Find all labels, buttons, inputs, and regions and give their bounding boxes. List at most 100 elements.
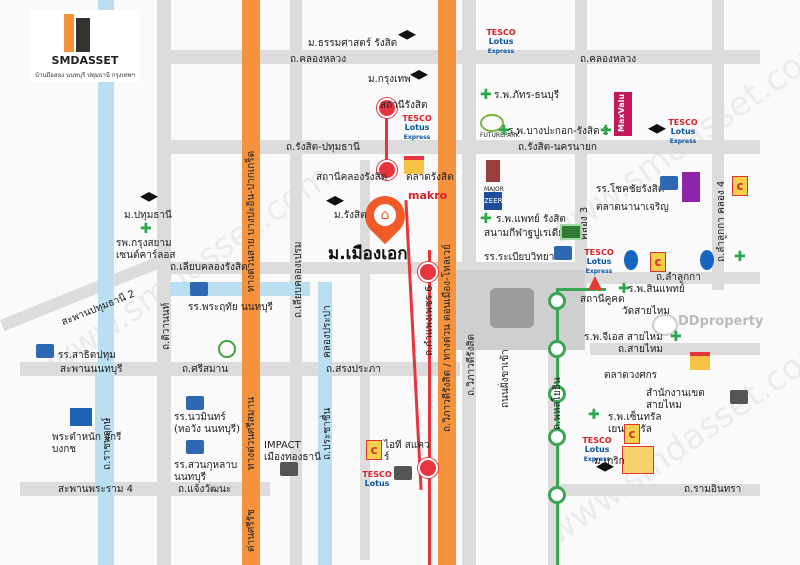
future-park-logo-icon <box>480 114 504 132</box>
place-label: ม.เกริก <box>594 456 625 467</box>
palace-icon <box>70 408 92 426</box>
school-icon <box>36 344 54 358</box>
road-label: ถ.สายไหม <box>618 344 664 355</box>
road-label: ถ.รามอินทรา <box>684 484 742 495</box>
lotus-text: Lotus <box>670 127 696 136</box>
road-tiwanon <box>157 0 171 565</box>
road-rangsit-pathum <box>160 140 760 154</box>
ddproperty-watermark: DDproperty <box>678 314 764 329</box>
place-label: IMPACT เมืองทองธานี <box>264 440 321 463</box>
road-chaeng-watthana <box>20 482 270 496</box>
graduation-cap-icon <box>596 462 614 472</box>
ptt-logo-icon <box>700 250 714 270</box>
building-icon <box>394 466 412 480</box>
place-label: รร.ระเบียบวิทยา <box>484 252 555 263</box>
road-label: ด่านศรีรัช <box>246 509 257 552</box>
property-name: ม.เมืองเอก <box>328 244 408 264</box>
road-label: ถ.เลียบคลองรังสิต <box>170 262 248 273</box>
road-label: ถ.รังสิต-ปทุมธานี <box>286 142 360 153</box>
expressway-west <box>242 0 260 565</box>
school-icon <box>186 440 204 454</box>
road-label: คลองประปา <box>322 305 333 358</box>
place-label: สนามกีฬาฐปูเรเดียม <box>484 228 571 239</box>
place-label: ร.พ.สินแพทย์ <box>628 284 685 295</box>
tesco-text: TESCO <box>668 118 698 127</box>
place-label: ร.พ.แพทย์ รังสิต <box>496 214 566 225</box>
green-line <box>556 288 559 565</box>
place-label: รร.โชคชัยรังสิต <box>596 184 665 195</box>
place-label: ตลาดรังสิต <box>406 172 454 183</box>
rail-station-icon <box>418 458 438 478</box>
graduation-cap-icon <box>410 70 428 80</box>
makro-logo: makro <box>408 189 448 202</box>
stadium-icon <box>560 224 582 240</box>
road-prachachuen <box>360 160 370 560</box>
place-label: ม.กรุงเทพ <box>368 74 411 85</box>
green-station-icon <box>548 428 566 446</box>
logo-building-icon <box>76 18 90 52</box>
graduation-cap-icon <box>326 196 344 206</box>
bigc-logo: c <box>732 176 748 196</box>
logo: SMDASSET บ้านมือสอง นนทบุรี ปทุมธานี กรุ… <box>30 10 140 82</box>
road-label: ถ.วิภาวดีรังสิต <box>466 333 477 396</box>
rail-station-icon <box>418 262 438 282</box>
future-park-label: FUTUREPARK <box>480 132 520 139</box>
hospital-icon: ✚ <box>480 211 492 227</box>
express-text: Express <box>487 48 515 55</box>
canal-nonthaburi <box>95 370 111 490</box>
expressway-east <box>438 0 456 565</box>
maxvalu-text: MaxValu <box>617 93 626 132</box>
place-label: สำนักงานเขต สายไหม <box>646 388 705 411</box>
road-label: ถ.คลองหลวง <box>580 54 637 65</box>
home-icon: ⌂ <box>374 204 396 226</box>
place-label: ม.ธรรมศาสตร์ รังสิต <box>308 38 398 49</box>
express-text: Express <box>583 456 611 463</box>
rail-station-icon <box>377 98 397 118</box>
road-khlong-luang <box>160 50 760 64</box>
building-icon <box>280 462 298 476</box>
road-label: ถ.แจ้งวัฒนะ <box>178 484 232 495</box>
bigc-logo: c <box>624 424 640 444</box>
road-label: ถ.ลำลูกกา คลอง 4 <box>716 180 727 262</box>
hospital-icon: ✚ <box>498 123 510 139</box>
road-label: ถ.คลองหลวง <box>290 54 347 65</box>
road-ram-inthra <box>560 484 760 496</box>
ddproperty-logo-icon <box>652 314 678 336</box>
place-label: พระตำหนัก จักรีบงกช <box>52 432 122 455</box>
road-label: สะพานนนทบุรี <box>60 364 123 375</box>
place-label: ตลาดวงศกร <box>604 370 658 381</box>
school-icon <box>554 246 572 260</box>
road-label: ถ.ติวานนท์ <box>161 302 172 350</box>
place-label: สถานีคลองรังสิต <box>316 172 388 183</box>
lotus-text: Lotus <box>364 479 390 488</box>
hospital-icon: ✚ <box>480 87 492 103</box>
place-label: รร.สาธิตปทุม <box>58 350 116 361</box>
road-khlong-3 <box>575 0 587 290</box>
tesco-text: TESCO <box>584 248 614 257</box>
tesco-text: TESCO <box>582 436 612 445</box>
hospital-icon: ✚ <box>670 329 682 345</box>
graduation-cap-icon <box>140 192 158 202</box>
ptt-logo-icon <box>624 250 638 270</box>
hospital-icon: ✚ <box>140 221 152 237</box>
major-cineplex-logo <box>486 160 500 182</box>
lotus-text: Lotus <box>584 445 610 454</box>
maxvalu-logo <box>614 92 632 136</box>
place-label: รพ.กรุงสยาม เซนต์คาร์ลอส <box>116 238 176 261</box>
express-text: Express <box>585 268 613 275</box>
market-icon <box>404 156 424 174</box>
zeer-logo: ZEER <box>484 192 503 210</box>
lotus-text: Lotus <box>586 257 612 266</box>
place-label: ตลาดนานาเจริญ <box>596 202 669 213</box>
market-icon <box>690 352 710 370</box>
robinson-logo-icon <box>218 340 236 358</box>
government-building-icon <box>730 390 748 404</box>
express-text: Express <box>403 134 431 141</box>
place-label: ร.พ.ภัทร-ธนบุรี <box>494 90 560 101</box>
